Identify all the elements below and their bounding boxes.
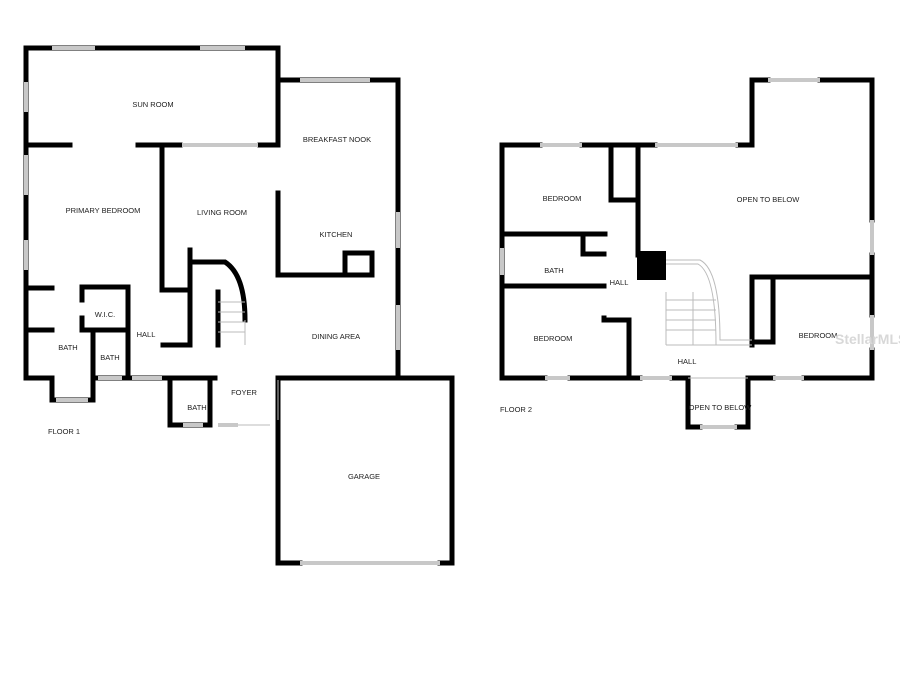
room-label: BATH [58, 343, 77, 352]
floor-label: FLOOR 2 [500, 405, 532, 414]
room-label: BEDROOM [799, 331, 838, 340]
floor1-windows [24, 46, 440, 565]
room-label: BEDROOM [543, 194, 582, 203]
room-label: HALL [678, 357, 697, 366]
room-label: BATH [187, 403, 206, 412]
floor2-labels: BEDROOM OPEN TO BELOW BATH HALL BEDROOM … [500, 194, 837, 414]
room-label: GARAGE [348, 472, 380, 481]
room-label: BEDROOM [534, 334, 573, 343]
room-label: BATH [100, 353, 119, 362]
watermark: StellarMLS [835, 331, 900, 347]
room-label: HALL [137, 330, 156, 339]
room-label: LIVING ROOM [197, 208, 247, 217]
floor1-walls [23, 45, 455, 566]
room-label: OPEN TO BELOW [689, 403, 753, 412]
room-label: KITCHEN [320, 230, 353, 239]
room-label: FOYER [231, 388, 257, 397]
room-label: HALL [610, 278, 629, 287]
room-label: SUN ROOM [132, 100, 173, 109]
floor2-windows [500, 78, 874, 429]
chimney-block [637, 251, 666, 280]
floor1-labels: SUN ROOM BREAKFAST NOOK PRIMARY BEDROOM … [48, 100, 380, 481]
room-label: BATH [544, 266, 563, 275]
room-label: DINING AREA [312, 332, 360, 341]
floor-label: FLOOR 1 [48, 427, 80, 436]
floor2-walls [499, 77, 875, 430]
room-label: BREAKFAST NOOK [303, 135, 371, 144]
room-label: W.I.C. [95, 310, 115, 319]
room-label: OPEN TO BELOW [737, 195, 801, 204]
room-label: PRIMARY BEDROOM [66, 206, 141, 215]
